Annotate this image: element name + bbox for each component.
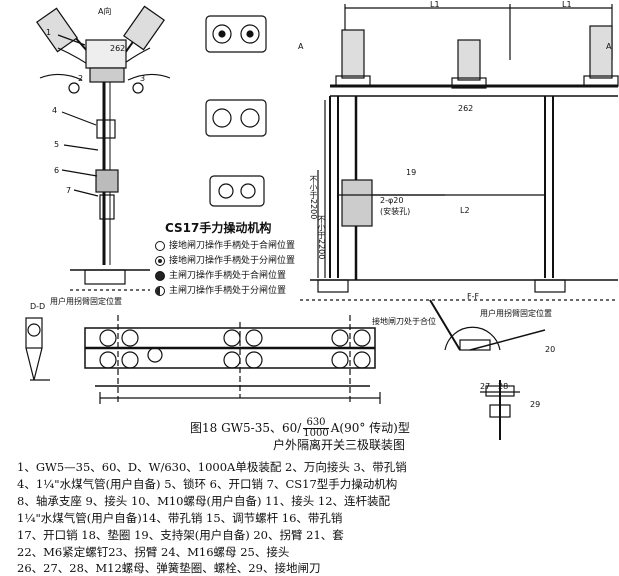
label-262-right: 262 [458,104,474,113]
label-n3: 3 [140,74,146,83]
label-dd: D-D [30,302,46,311]
legend-item-ground-open: 接地闸刀操作手柄处于分闸位置 [155,253,295,266]
label-n29: 29 [530,400,541,409]
parts-line-5: 17、开口销 18、垫圈 19、支持架(用户自备) 20、拐臂 21、套 [17,528,344,542]
label-262: 262 [110,44,126,53]
label-l2: L2 [460,206,470,215]
label-n5: 5 [54,140,60,149]
label-n4: 4 [52,106,58,115]
label-n6: 6 [54,166,60,175]
label-min-2200: 不小于2200 [309,175,318,220]
legend-item-ground-closed: 接地闸刀操作手柄处于合闸位置 [155,238,295,251]
parts-line-2: 4、1¼"水煤气管(用户自备) 5、锁环 6、开口销 7、CS17型手力操动机构 [17,477,398,491]
plan-view [84,315,381,404]
label-user-fix: 用户用拐臂固定位置 [480,309,552,318]
label-a: A [298,42,304,51]
three-pole-elevation [300,4,619,301]
dot-circle-icon [155,255,165,266]
label-n2: 2 [78,74,84,83]
label-l1: L1 [562,0,572,9]
label-ground-knife: 接地闸刀处于合位 [372,317,436,326]
filled-circle-icon [155,270,165,281]
label-l1-top: L1 [430,0,440,9]
legend-item-main-closed: 主闸刀操作手柄处于合闸位置 [155,268,286,281]
label-n28: 28 [498,382,509,391]
parts-line-3: 8、轴承支座 9、接头 10、M10螺母(用户自备) 11、接头 12、连杆装配 [17,494,391,508]
label-ff: F-F [467,292,480,301]
single-pole-elevation [36,5,171,291]
label-min-2200b: 不小于2200 [317,215,326,260]
label-user-fix2: 用户用拐臂固定位置 [50,297,122,306]
label-n7: 7 [66,186,72,195]
mechanism-top-view [205,15,267,207]
parts-line-7: 26、27、28、M12螺母、弹簧垫圈、螺栓、29、接地闸刀 [17,561,321,575]
view-dd [25,317,50,381]
legend-item-main-open: 主闸刀操作手柄处于分闸位置 [155,283,286,296]
label-phi20: 2-φ20 [380,196,404,205]
open-circle-icon [155,240,165,251]
parts-line-4: 1¼"水煤气管(用户自备)14、带孔销 15、调节螺杆 16、带孔销 [17,511,343,525]
view-ff [429,299,546,440]
legend-title: CS17手力操动机构 [165,221,272,235]
parts-line-1: 1、GW5—35、60、D、W/630、1000A单极装配 2、万向接头 3、带… [17,460,407,474]
label-n1: 1 [46,28,52,37]
figure-caption-line2: 户外隔离开关三极联装图 [273,438,406,452]
label-n20: 20 [545,345,556,354]
label-a-direction: A向 [98,7,112,16]
label-n19: 19 [406,168,417,177]
parts-line-6: 22、M6紧定螺钉23、拐臂 24、M16螺母 25、接头 [17,545,290,559]
half-circle-icon [155,285,165,296]
label-a-right: A [606,42,612,51]
label-install-hole: (安装孔) [380,207,411,216]
label-n27: 27 [480,382,491,391]
